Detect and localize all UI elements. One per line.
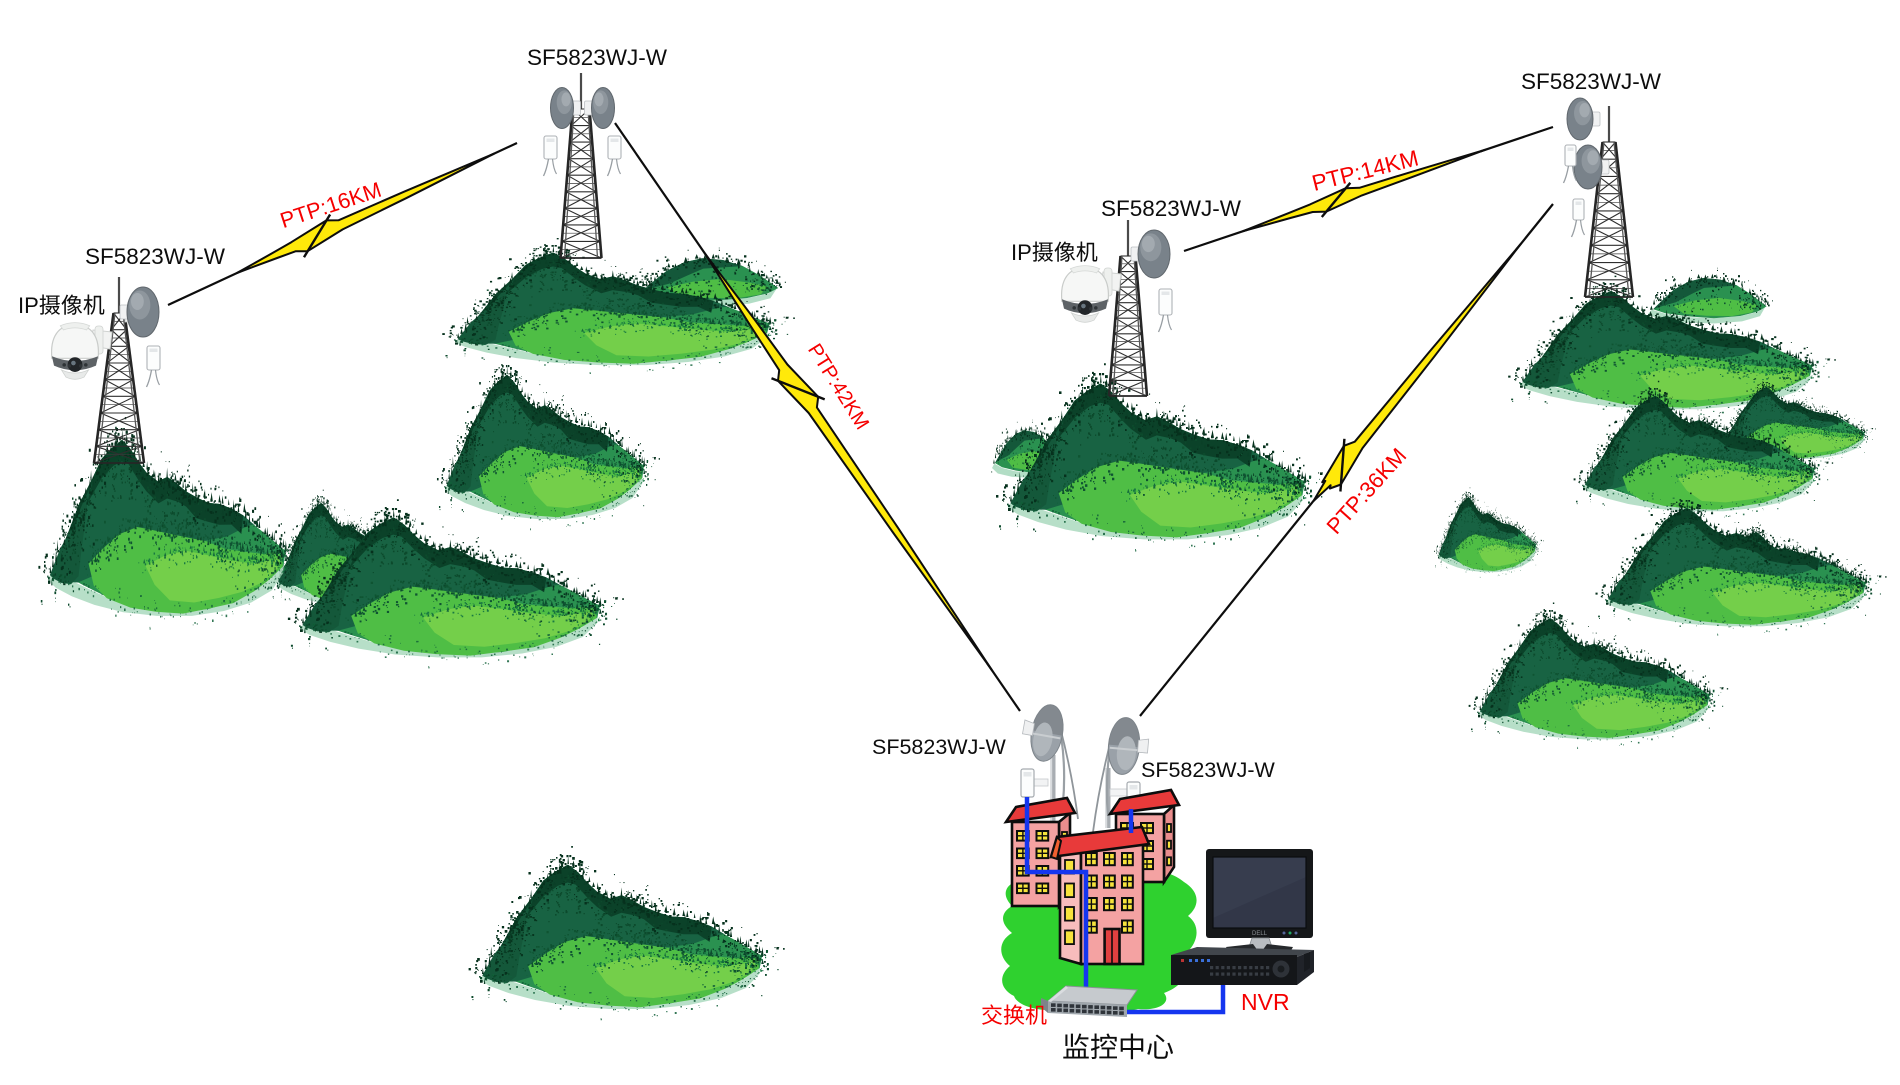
svg-text:SF5823WJ-W: SF5823WJ-W (1521, 69, 1662, 94)
svg-text:SF5823WJ-W: SF5823WJ-W (1141, 758, 1276, 782)
svg-text:IP: IP (1011, 240, 1032, 265)
svg-text:SF5823WJ-W: SF5823WJ-W (85, 244, 226, 269)
svg-text:SF5823WJ-W: SF5823WJ-W (527, 45, 668, 70)
svg-text:SF5823WJ-W: SF5823WJ-W (1101, 196, 1242, 221)
svg-text:SF5823WJ-W: SF5823WJ-W (872, 735, 1007, 759)
svg-text:DELL: DELL (1252, 931, 1268, 937)
svg-text:NVR: NVR (1241, 989, 1290, 1015)
svg-text:IP: IP (18, 293, 39, 318)
